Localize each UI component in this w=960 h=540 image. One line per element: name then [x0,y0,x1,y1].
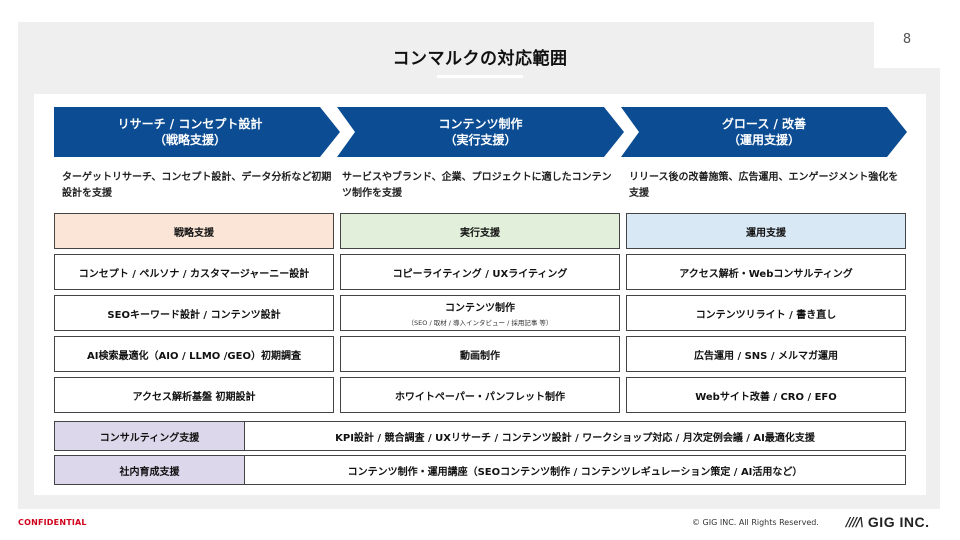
phase-arrow-research: リサーチ / コンセプト設計 （戦略支援） [54,107,340,157]
logo-mark-icon: ////\ [846,515,864,529]
service-item: 動画制作 [340,336,620,372]
phase-title: コンテンツ制作 [438,117,523,131]
column-header-execution: 実行支援 [340,213,620,249]
arrow-shape [337,107,624,157]
service-item: AI検索最適化（AIO / LLMO /GEO）初期調査 [54,336,334,372]
service-item: SEOキーワード設計 / コンテンツ設計 [54,295,334,331]
service-item: ホワイトペーパー・パンフレット制作 [340,377,620,413]
support-label-consulting: コンサルティング支援 [54,421,245,451]
service-item: アクセス解析基盤 初期設計 [54,377,334,413]
phase-arrow-growth: グロース / 改善 （運用支援） [621,107,907,157]
service-item-label: コンテンツ制作 [445,303,515,314]
confidential-label: CONFIDENTIAL [18,518,87,527]
phase-description-growth: リリース後の改善施策、広告運用、エンゲージメント強化を支援 [629,172,899,199]
phase-title: グロース / 改善 [721,117,807,131]
phase-label: リサーチ / コンセプト設計 （戦略支援） [54,116,340,148]
support-content-training: コンテンツ制作・運用講座（SEOコンテンツ制作 / コンテンツレギュレーション策… [244,455,906,485]
logo-text: GIG INC. [867,514,930,530]
service-item: コンテンツリライト / 書き直し [626,295,906,331]
service-item: Webサイト改善 / CRO / EFO [626,377,906,413]
service-item: アクセス解析・Webコンサルティング [626,254,906,290]
arrow-shape [621,107,907,157]
phase-subtitle: （運用支援） [727,133,800,147]
column-header-strategy: 戦略支援 [54,213,334,249]
service-item: コピーライティング / UXライティング [340,254,620,290]
page-title: コンマルクの対応範囲 [392,49,568,69]
phase-description-research: ターゲットリサーチ、コンセプト設計、データ分析など初期設計を支援 [62,172,332,199]
arrow-shape [54,107,340,157]
phase-title: リサーチ / コンセプト設計 [117,117,263,131]
title-underline [437,75,523,78]
phase-description-content: サービスやブランド、企業、プロジェクトに適したコンテンツ制作を支援 [342,172,612,199]
phase-label: コンテンツ制作 （実行支援） [337,116,624,148]
support-label-training: 社内育成支援 [54,455,245,485]
service-item-detail: （SEO / 取材 / 導入インタビュー / 採用記事 等） [407,319,553,327]
service-item: 広告運用 / SNS / メルマガ運用 [626,336,906,372]
page-number: 8 [902,32,912,47]
copyright-text: © GIG INC. All Rights Reserved. [692,518,819,527]
phase-label: グロース / 改善 （運用支援） [621,116,907,148]
column-header-operation: 運用支援 [626,213,906,249]
service-item: コンセプト / ペルソナ / カスタマージャーニー設計 [54,254,334,290]
phase-arrow-content: コンテンツ制作 （実行支援） [337,107,624,157]
support-content-consulting: KPI設計 / 競合調査 / UXリサーチ / コンテンツ設計 / ワークショッ… [244,421,906,451]
phase-subtitle: （実行支援） [444,133,517,147]
page-number-tab [874,22,940,68]
phase-subtitle: （戦略支援） [153,133,226,147]
company-logo: ////\ GIG INC. [846,514,929,530]
service-item-content-production: コンテンツ制作 （SEO / 取材 / 導入インタビュー / 採用記事 等） [340,295,620,331]
